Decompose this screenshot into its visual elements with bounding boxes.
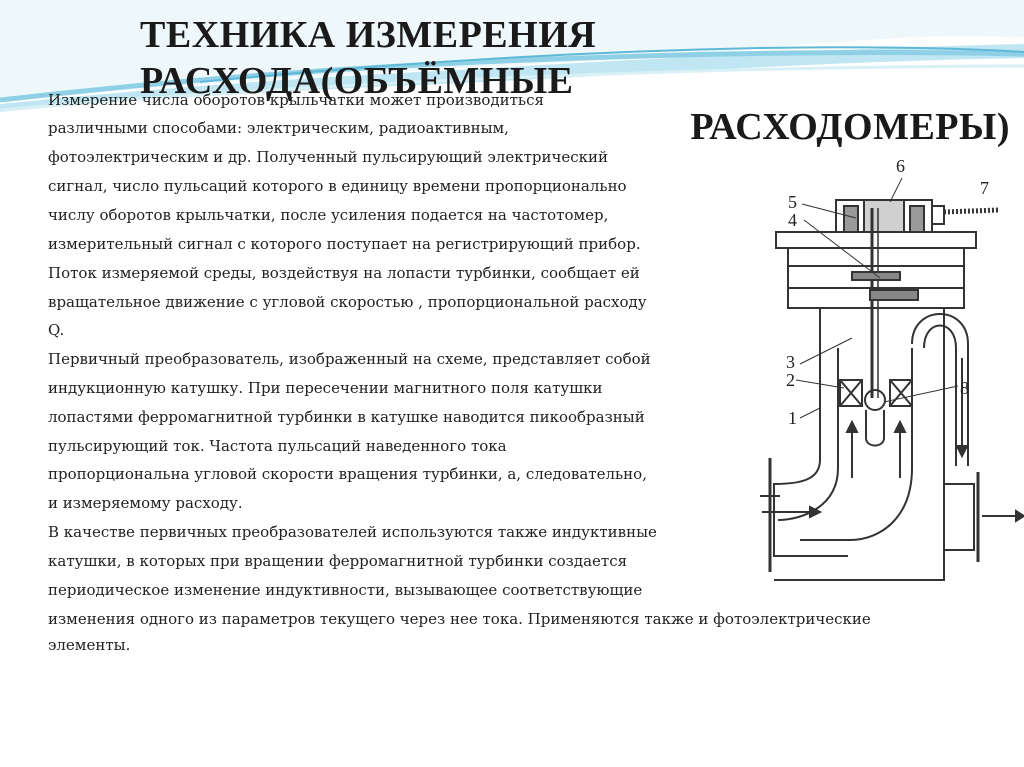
label-8: 8 bbox=[960, 378, 969, 398]
text-line: вращательное движение с угловой скорость… bbox=[48, 293, 647, 311]
text-line: сигнал, число пульсаций которого в едини… bbox=[48, 177, 627, 195]
wave-decoration bbox=[0, 0, 1024, 112]
text-line: Поток измеряемой среды, воздействуя на л… bbox=[48, 264, 640, 282]
text-line: пропорциональна угловой скорости вращени… bbox=[48, 465, 647, 483]
label-6: 6 bbox=[896, 156, 905, 176]
text-line: лопастями ферромагнитной турбинки в кату… bbox=[48, 408, 645, 426]
text-line: различными способами: электрическим, рад… bbox=[48, 119, 509, 137]
label-2: 2 bbox=[786, 370, 795, 390]
text-line: пульсирующий ток. Частота пульсаций наве… bbox=[48, 437, 507, 455]
pipe-right-wall bbox=[774, 308, 945, 581]
text-line: Измерение числа оборотов крыльчатки може… bbox=[48, 91, 544, 109]
flowmeter-diagram: 6 7 5 4 3 2 8 1 bbox=[760, 156, 1024, 581]
label-4: 4 bbox=[788, 210, 797, 230]
title-line-2: РАСХОДОМЕРЫ) bbox=[690, 106, 1010, 148]
text-line: элементы. bbox=[48, 636, 131, 654]
text-line: В качестве первичных преобразователей ис… bbox=[48, 523, 657, 541]
outlet-pipe bbox=[943, 483, 975, 551]
text-line: Q. bbox=[48, 321, 65, 339]
text-line: периодическое изменение индуктивности, в… bbox=[48, 581, 643, 599]
label-3: 3 bbox=[786, 352, 795, 372]
coil-left bbox=[839, 379, 863, 407]
text-line: фотоэлектрическим и др. Полученный пульс… bbox=[48, 148, 609, 166]
turbine bbox=[864, 389, 886, 411]
text-line: Первичный преобразователь, изображенный … bbox=[48, 350, 651, 368]
gear-upper bbox=[851, 271, 901, 281]
title-line-1: ТЕХНИКА ИЗМЕРЕНИЯ РАСХОДА(ОБЪЁМНЫЕ bbox=[140, 14, 597, 102]
text-line: и измеряемому расходу. bbox=[48, 494, 243, 512]
page-title: ТЕХНИКА ИЗМЕРЕНИЯ РАСХОДА(ОБЪЁМНЫЕ РАСХО… bbox=[140, 12, 1010, 150]
text-line: индукционную катушку. При пересечении ма… bbox=[48, 379, 603, 397]
text-line: изменения одного из параметров текущего … bbox=[48, 610, 871, 628]
connector bbox=[931, 205, 945, 225]
gear-lower bbox=[869, 289, 919, 301]
top-flange bbox=[775, 231, 977, 249]
housing-block bbox=[787, 247, 965, 309]
label-1: 1 bbox=[788, 408, 797, 428]
text-line: катушки, в которых при вращении ферромаг… bbox=[48, 552, 628, 570]
label-5: 5 bbox=[788, 192, 797, 212]
pipe-left-wall bbox=[773, 308, 848, 557]
coil-right bbox=[889, 379, 913, 407]
label-7: 7 bbox=[980, 178, 989, 198]
text-line: измерительный сигнал с которого поступае… bbox=[48, 235, 641, 253]
text-line: числу оборотов крыльчатки, после усилени… bbox=[48, 206, 609, 224]
